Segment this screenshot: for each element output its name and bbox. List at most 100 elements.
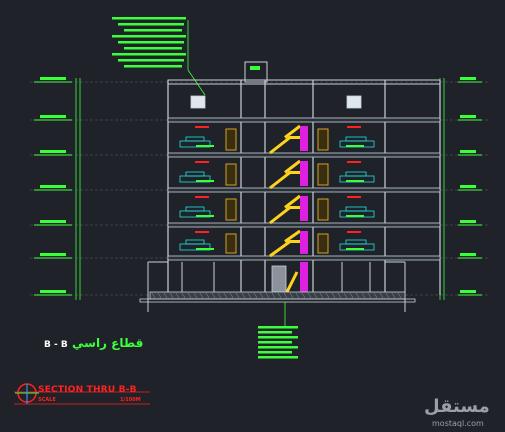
room-label-right [347, 126, 361, 128]
top-note-line [124, 47, 182, 50]
section-title: SECTION THRU B-B [38, 385, 137, 395]
hatch [271, 292, 276, 299]
stair-flight [269, 136, 300, 155]
table-left [185, 136, 205, 142]
hatch [385, 292, 390, 299]
door-left [225, 163, 237, 186]
top-note-line [118, 41, 184, 44]
top-note-line [118, 23, 184, 26]
table-right [345, 206, 367, 212]
hatch [391, 292, 396, 299]
hatch [241, 292, 246, 299]
hatch [379, 292, 384, 299]
core-wall [300, 231, 308, 254]
top-note-line [112, 35, 186, 38]
level-label-right [460, 185, 476, 188]
level-label-left [40, 77, 66, 80]
table-right [345, 171, 367, 177]
section-marker-icon [15, 383, 39, 404]
hatch [223, 292, 228, 299]
top-note-line [118, 59, 184, 62]
hatch [265, 292, 270, 299]
roof-window [346, 95, 362, 109]
section-title-arabic: قطاع راسي [72, 336, 144, 350]
hatch [319, 292, 324, 299]
top-note-line [124, 29, 182, 32]
hatch [289, 292, 294, 299]
room-label-left [195, 161, 209, 163]
door-right [317, 198, 329, 221]
roof-slab [167, 79, 441, 85]
stair-flight [284, 124, 301, 139]
stair-flight [269, 240, 300, 258]
hatch [349, 292, 354, 299]
floor-slab [167, 187, 441, 193]
hatch [163, 292, 168, 299]
room-label-right [347, 231, 361, 233]
hatch [235, 292, 240, 299]
floor-slab [167, 222, 441, 228]
level-label-right [460, 150, 476, 153]
level-label-left [40, 253, 66, 256]
door-left [225, 198, 237, 221]
hatch [277, 292, 282, 299]
section-id: B - B [44, 340, 68, 350]
hatch [205, 292, 210, 299]
hatch [259, 292, 264, 299]
hatch [361, 292, 366, 299]
door-right [317, 163, 329, 186]
stair-flight [284, 194, 301, 209]
room-dim-right [346, 215, 364, 217]
stair-tower [244, 61, 268, 83]
stair-flight [284, 229, 301, 243]
core-wall [300, 161, 308, 186]
hatch [175, 292, 180, 299]
hatch [181, 292, 186, 299]
tower-label [250, 66, 260, 70]
hatch [295, 292, 300, 299]
bottom-note-line [258, 346, 298, 349]
room-dim-right [346, 145, 364, 147]
hatch [397, 292, 402, 299]
room-dim-right [346, 248, 364, 250]
stair-flight [269, 171, 300, 190]
core-wall [300, 196, 308, 221]
top-note-leader-2 [187, 69, 206, 96]
room-dim-left [196, 215, 214, 217]
top-note-line [112, 17, 186, 20]
door-left [225, 128, 237, 151]
hatch [199, 292, 204, 299]
hatch [211, 292, 216, 299]
table-left [185, 239, 205, 245]
stair-flight [285, 271, 299, 293]
level-label-right [460, 253, 476, 256]
hatch [313, 292, 318, 299]
top-note-line [124, 65, 182, 68]
door-right [317, 233, 329, 254]
hatch [337, 292, 342, 299]
hatch [187, 292, 192, 299]
roof-window [190, 95, 206, 109]
core-wall [300, 126, 308, 151]
hatch [217, 292, 222, 299]
level-label-left [40, 220, 66, 223]
bottom-note-line [258, 351, 292, 354]
table-left [185, 171, 205, 177]
stair-flight [269, 206, 300, 225]
level-label-right [460, 290, 476, 293]
level-label-right [460, 115, 476, 118]
watermark-url: mostaql.com [432, 419, 484, 428]
room-label-left [195, 126, 209, 128]
scale-value: 1/100M [120, 397, 141, 403]
level-label-left [40, 290, 66, 293]
hatch [301, 292, 306, 299]
foundation [139, 298, 416, 303]
room-dim-left [196, 248, 214, 250]
hatch [157, 292, 162, 299]
table-left [185, 206, 205, 212]
hatch [355, 292, 360, 299]
hatch [343, 292, 348, 299]
hatch [247, 292, 252, 299]
scale-label: SCALE [38, 397, 56, 403]
